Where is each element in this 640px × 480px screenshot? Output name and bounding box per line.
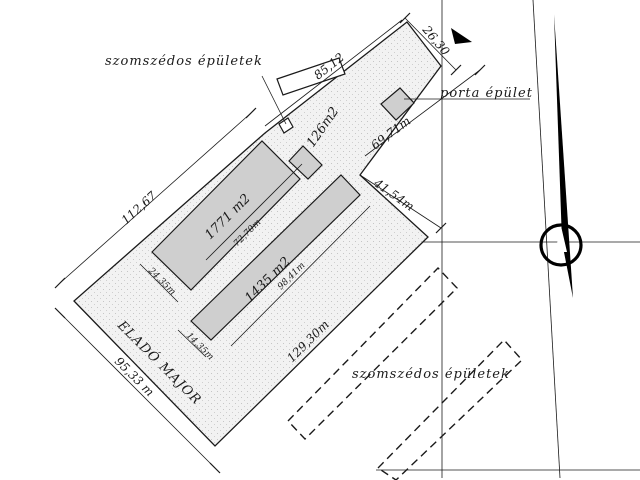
porta-building xyxy=(380,87,415,121)
neighbor-buildings-top xyxy=(276,57,346,134)
dim-left-length: 112,67 xyxy=(119,188,160,227)
dimension-ticks xyxy=(54,12,486,474)
annex-building xyxy=(288,145,323,180)
building-2 xyxy=(190,174,361,341)
north-arrow-icon xyxy=(451,28,472,44)
neighbor-leader-line xyxy=(261,75,287,125)
porta-label: porta épület xyxy=(440,86,533,101)
neighbor-label-top: szomszédos épületek xyxy=(105,54,263,69)
building-1 xyxy=(151,140,301,291)
neighbor-buildings-bottom xyxy=(287,266,523,480)
site-boundary xyxy=(73,21,442,447)
compass xyxy=(451,14,583,298)
dimension-lines xyxy=(59,17,481,469)
neighbor-label-bottom: szomszédos épületek xyxy=(352,367,510,382)
compass-needle-icon xyxy=(554,14,573,298)
road-lines xyxy=(376,0,640,479)
buildings xyxy=(151,87,415,341)
